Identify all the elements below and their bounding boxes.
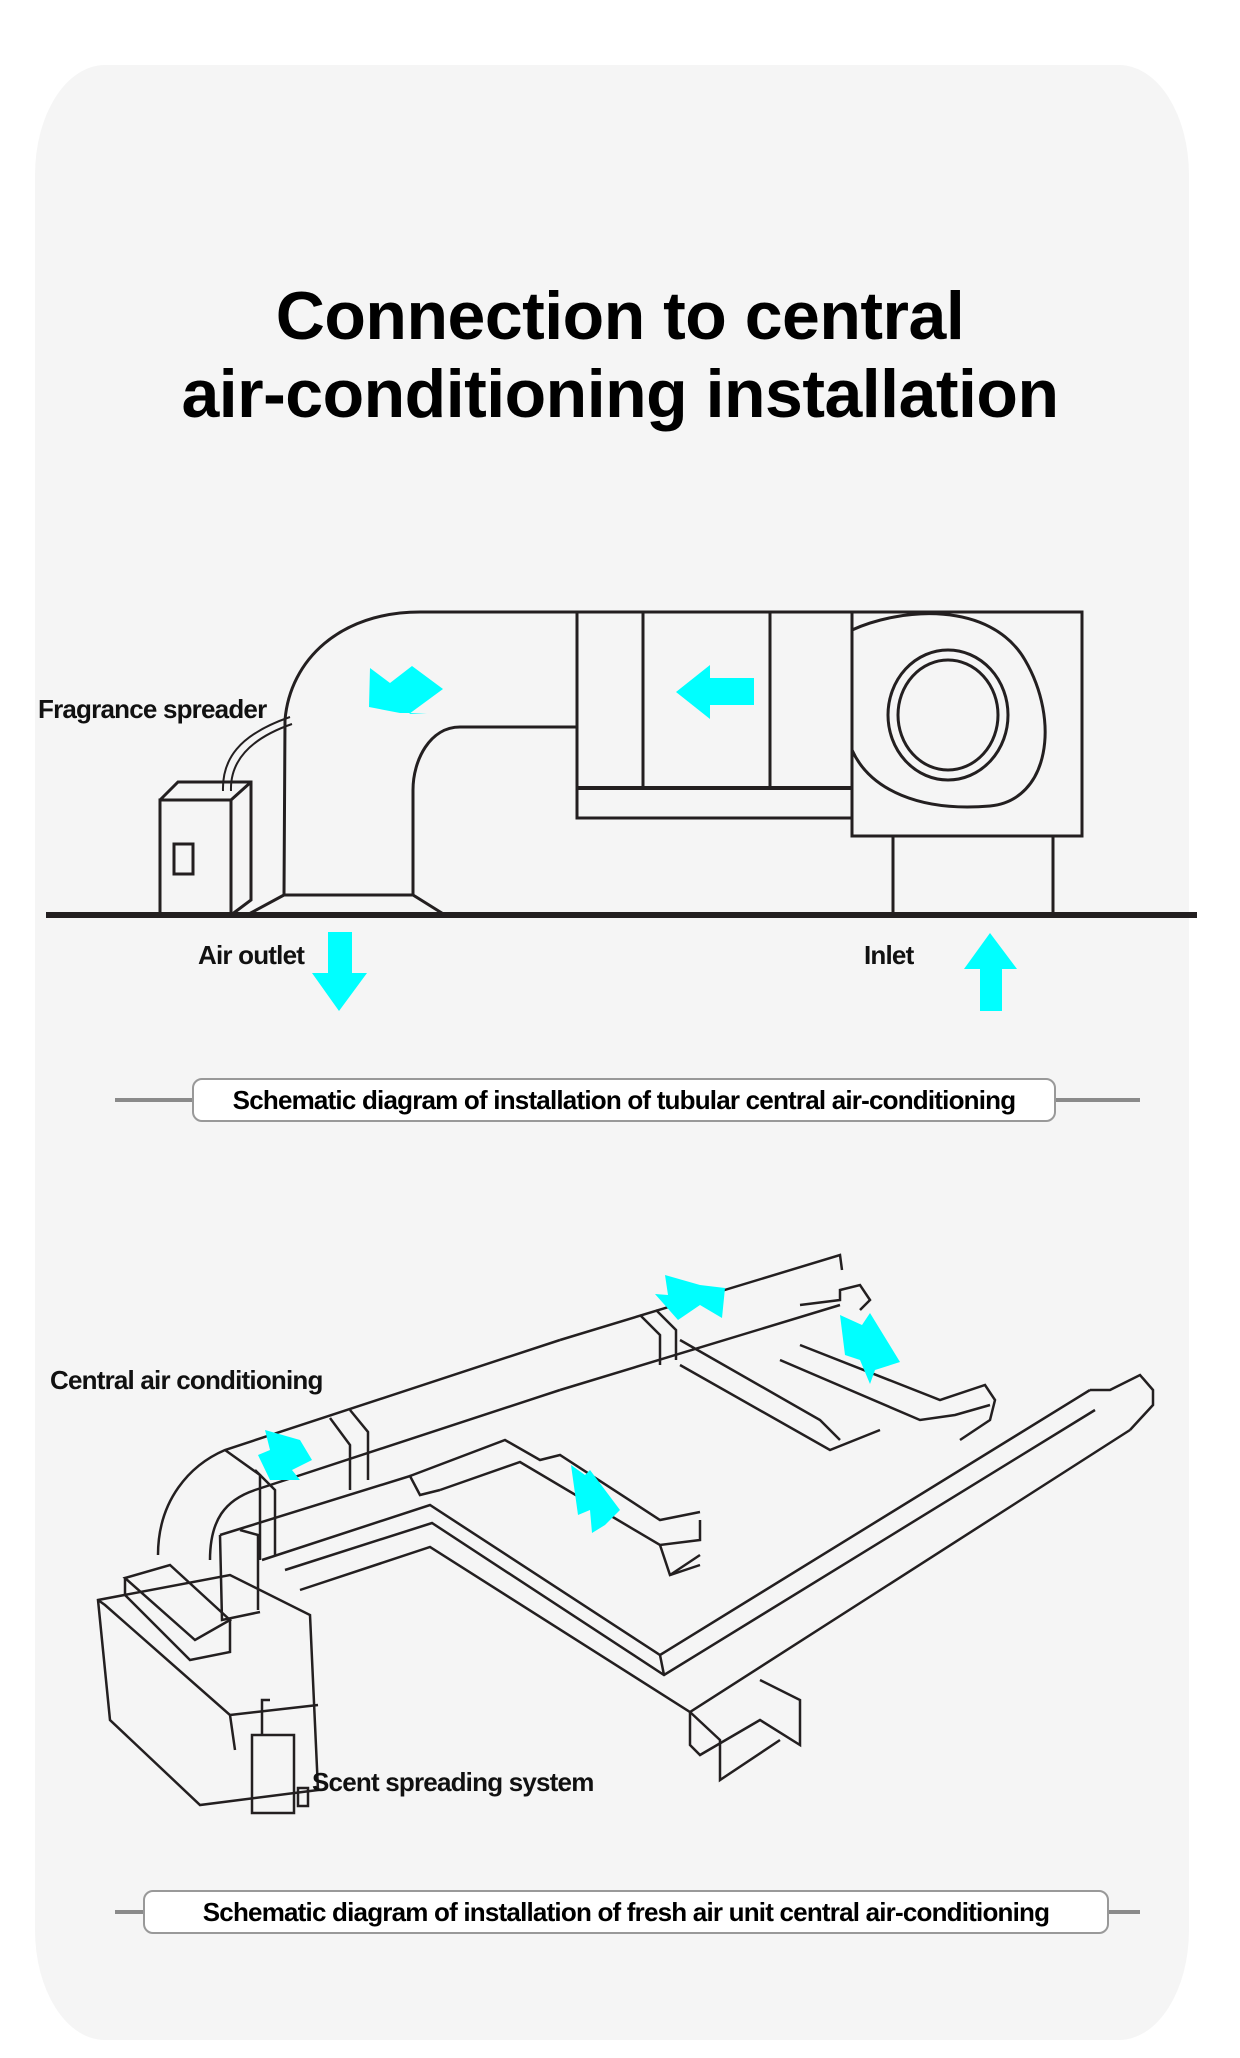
main-duct bbox=[156, 1253, 844, 1622]
elbow-duct bbox=[246, 610, 577, 917]
fragrance-spreader-label: Fragrance spreader bbox=[38, 694, 267, 724]
filter-box bbox=[575, 610, 854, 820]
scent-system-label: Scent spreading system bbox=[312, 1767, 594, 1797]
air-outlet-label: Air outlet bbox=[198, 940, 305, 970]
inlet-label: Inlet bbox=[864, 940, 914, 970]
right-branch-flow-arrow bbox=[840, 1313, 900, 1384]
central-ac-label: Central air conditioning bbox=[50, 1365, 323, 1395]
main-duct-flow-arrow bbox=[258, 1430, 312, 1480]
content-card bbox=[35, 65, 1189, 2040]
fan-unit bbox=[850, 610, 1084, 917]
lower-return-duct bbox=[261, 1373, 1155, 1783]
caption-tubular: Schematic diagram of installation of tub… bbox=[115, 1078, 1140, 1122]
branch-flow-arrow bbox=[571, 1465, 620, 1533]
caption-tubular-text: Schematic diagram of installation of tub… bbox=[192, 1078, 1056, 1122]
filter-flow-arrow bbox=[676, 665, 754, 719]
air-outlet-arrow bbox=[312, 932, 367, 1011]
caption-fresh-air-text: Schematic diagram of installation of fre… bbox=[143, 1890, 1109, 1934]
title-line-2: air-conditioning installation bbox=[181, 356, 1059, 432]
duct-elbow-flow-arrow bbox=[369, 666, 443, 714]
top-duct-flow-arrow bbox=[655, 1275, 725, 1320]
inlet-arrow bbox=[964, 933, 1017, 1011]
fragrance-spreader-unit bbox=[158, 716, 293, 917]
title-line-1: Connection to central bbox=[275, 278, 965, 354]
branch-ducts bbox=[409, 1283, 997, 1577]
caption-fresh-air: Schematic diagram of installation of fre… bbox=[115, 1890, 1140, 1934]
air-handling-unit bbox=[96, 1563, 320, 1815]
page-title: Connection to central air-conditioning i… bbox=[0, 277, 1240, 433]
